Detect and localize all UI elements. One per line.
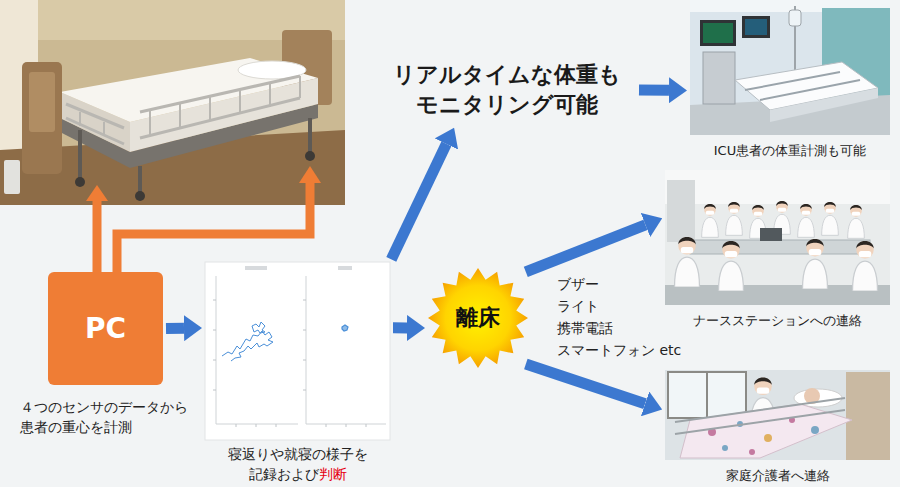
nurse-figure xyxy=(702,204,719,237)
nurse-figure xyxy=(675,237,700,287)
caption: 家庭介護者へ連絡 xyxy=(645,467,900,484)
photo-wall xyxy=(0,0,345,205)
flow-arrow xyxy=(166,323,184,334)
bed-footboard-panel xyxy=(29,72,55,132)
pc-box: PC４つのセンサのデータから 患者の重心を計測 xyxy=(48,272,163,385)
chart-panel xyxy=(205,262,390,440)
photo-wall xyxy=(665,370,890,460)
caption-text: ４つのセンサのデータから 患者の重心を計測 xyxy=(20,399,188,435)
bed-footboard xyxy=(22,62,62,174)
feature-callout: リアルタイムな体重も モニタリング可能 xyxy=(378,55,636,125)
nurse-photo-frame: ナースステーションへの連絡 xyxy=(665,170,890,305)
bed-mattress-top xyxy=(60,58,318,122)
chart-trajectory xyxy=(342,325,348,331)
caption: ４つのセンサのデータから 患者の重心を計測 xyxy=(20,397,205,437)
nurse-figure xyxy=(798,204,815,237)
nurse-figure xyxy=(848,205,865,238)
chart-panel: 寝返りや就寝の様子を 記録および判断 xyxy=(205,262,390,440)
notification-method: ブザー xyxy=(557,274,599,294)
chart-title-mark xyxy=(338,266,352,270)
flow-arrow xyxy=(639,85,669,96)
nurse-station-photo xyxy=(665,170,890,305)
equipment-cart xyxy=(703,52,735,104)
chart-ticks xyxy=(213,300,366,427)
home-care-photo xyxy=(665,370,890,460)
caption: ICU患者の体重計測も可能 xyxy=(670,142,900,159)
node-text: PC xyxy=(85,312,126,346)
starburst-shape xyxy=(428,268,528,368)
photo-window xyxy=(665,170,890,204)
photo-shelf xyxy=(667,180,695,242)
sensor-arrowhead xyxy=(86,185,108,201)
trajectory-chart xyxy=(205,262,390,440)
sensor-arrowhead xyxy=(299,166,321,183)
bed-legs xyxy=(80,118,310,192)
monitor xyxy=(742,16,770,38)
blanket-flower xyxy=(764,434,772,442)
chart-axes xyxy=(216,276,386,424)
sensor-arrow xyxy=(117,182,310,272)
caption-text: ナースステーションへの連絡 xyxy=(693,313,862,328)
nurse-figure xyxy=(853,241,878,291)
flow-arrow xyxy=(526,225,646,272)
blanket-flower xyxy=(811,426,819,434)
bed-side-rail xyxy=(66,76,300,144)
home-photo-frame: 家庭介護者へ連絡 xyxy=(665,370,890,460)
caption-text: 家庭介護者へ連絡 xyxy=(726,468,830,483)
node-text: 離床 xyxy=(456,304,500,332)
photo-wall xyxy=(665,170,890,305)
bed-caster xyxy=(305,151,315,161)
orange-arrows xyxy=(86,166,321,272)
node-label: 離床 xyxy=(456,304,500,332)
alert-starburst: 離床 xyxy=(428,268,528,368)
caption-text: ICU患者の体重計測も可能 xyxy=(714,143,866,158)
bed-photo xyxy=(0,0,345,205)
caption-text: 判断 xyxy=(319,466,347,482)
icu-bed-rail xyxy=(745,72,860,100)
window-frame xyxy=(706,372,708,418)
monitor xyxy=(700,20,736,46)
caption: 寝返りや就寝の様子を 記録および判断 xyxy=(193,444,402,484)
chart-title-mark xyxy=(245,266,267,270)
flow-arrow xyxy=(391,144,446,259)
node-label: PC xyxy=(85,312,126,346)
photo-furniture xyxy=(846,372,890,460)
nurse-figure xyxy=(803,239,828,289)
icu-photo xyxy=(690,0,890,135)
nurse-figure xyxy=(719,241,744,291)
iv-bag xyxy=(789,10,801,26)
bed-control-box xyxy=(4,160,20,194)
notification-method: 携帯電話 xyxy=(557,318,613,338)
blanket-flower xyxy=(722,445,728,451)
icu-photo-frame: ICU患者の体重計測も可能 xyxy=(690,0,890,135)
flow-arrow xyxy=(393,322,407,333)
node-label: リアルタイムな体重も モニタリング可能 xyxy=(378,60,636,120)
node-text: リアルタイムな体重も モニタリング可能 xyxy=(378,60,636,120)
caption: ナースステーションへの連絡 xyxy=(645,312,900,329)
meeting-table xyxy=(690,240,870,254)
notification-method: スマートフォン etc xyxy=(557,340,681,360)
bed-caster xyxy=(75,177,85,187)
nurse-figure xyxy=(726,202,743,235)
monitor-screen xyxy=(703,23,733,43)
laptop xyxy=(760,228,782,241)
chart-trajectory xyxy=(222,322,273,361)
notification-method: ライト xyxy=(557,296,599,316)
bed-rail xyxy=(675,398,845,434)
sensor-arrow xyxy=(93,200,102,272)
flow-arrow xyxy=(526,364,645,404)
nurse-figure xyxy=(822,202,839,235)
icu-bed-side xyxy=(770,88,878,122)
bed-rail-bars xyxy=(80,76,300,136)
monitor-screen xyxy=(745,19,767,35)
photo-wall xyxy=(690,0,890,135)
bed-caster xyxy=(135,191,145,201)
photo-window xyxy=(668,372,746,418)
blanket-flower xyxy=(749,449,755,455)
